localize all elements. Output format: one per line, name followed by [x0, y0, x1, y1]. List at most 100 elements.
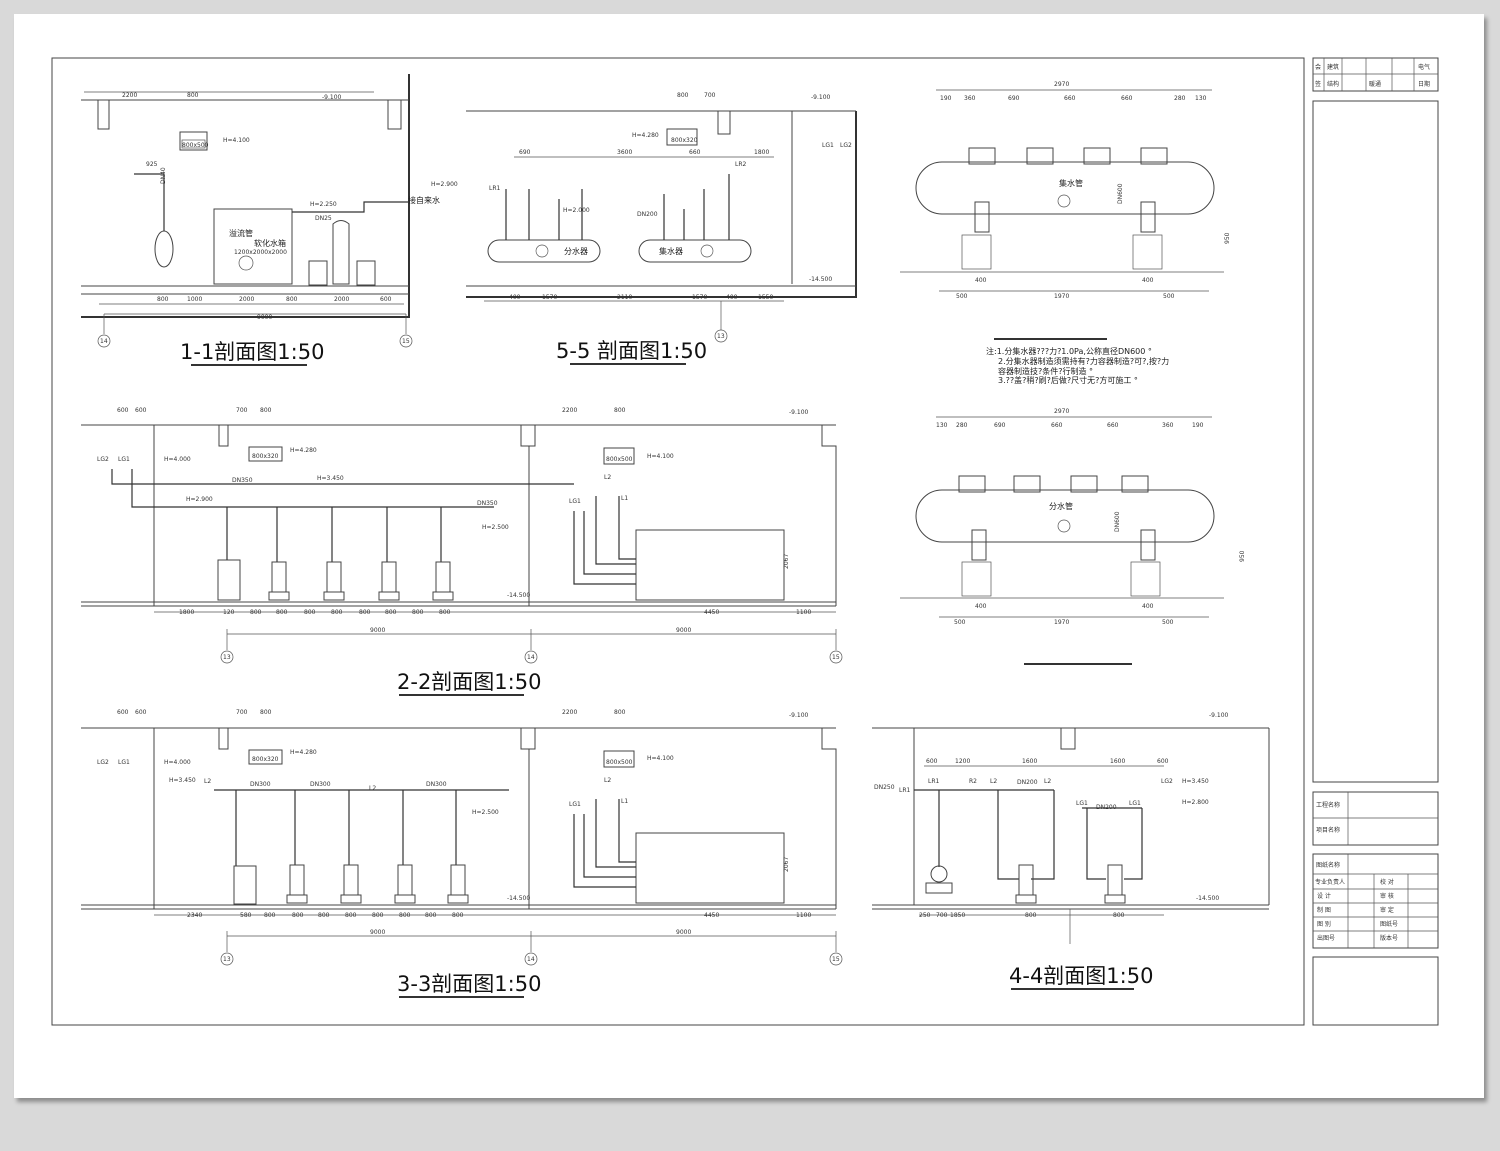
svg-text:280: 280	[1174, 95, 1186, 102]
svg-text:130: 130	[936, 422, 948, 429]
svg-text:容器制造技?条件?行制造 °: 容器制造技?条件?行制造 °	[998, 366, 1093, 376]
svg-text:800: 800	[187, 92, 199, 99]
svg-text:版本号: 版本号	[1380, 934, 1398, 942]
svg-text:L2: L2	[604, 777, 611, 784]
svg-text:制 图: 制 图	[1317, 906, 1331, 914]
svg-text:DN350: DN350	[477, 500, 498, 507]
svg-text:-14.500: -14.500	[809, 276, 832, 283]
svg-text:DN40: DN40	[160, 167, 167, 184]
svg-text:15: 15	[832, 654, 840, 661]
svg-text:15: 15	[832, 956, 840, 963]
svg-text:1570: 1570	[692, 294, 707, 301]
svg-text:H=2.900: H=2.900	[186, 496, 213, 503]
svg-text:600: 600	[117, 709, 129, 716]
svg-text:2067: 2067	[783, 554, 790, 569]
svg-text:设 计: 设 计	[1317, 892, 1331, 900]
svg-text:700: 700	[236, 709, 248, 716]
svg-text:500: 500	[954, 619, 966, 626]
svg-text:190: 190	[940, 95, 952, 102]
svg-text:800: 800	[286, 296, 298, 303]
svg-text:H=3.450: H=3.450	[1182, 778, 1209, 785]
water-tank-3-3	[635, 832, 785, 904]
svg-text:925: 925	[146, 161, 158, 168]
main-frame	[51, 57, 1305, 1026]
svg-text:2.分集水器制造须需持有?力容器制造?可?,按?力: 2.分集水器制造须需持有?力容器制造?可?,按?力	[998, 356, 1169, 366]
svg-text:DN200: DN200	[1096, 804, 1117, 811]
svg-text:13: 13	[223, 654, 231, 661]
svg-text:130: 130	[1195, 95, 1207, 102]
svg-text:-14.500: -14.500	[507, 895, 530, 902]
svg-text:600: 600	[117, 407, 129, 414]
svg-text:-9.100: -9.100	[811, 94, 831, 101]
svg-text:1200x2000x2000: 1200x2000x2000	[234, 249, 287, 256]
svg-text:H=4.100: H=4.100	[223, 137, 250, 144]
pump-group-3-3	[233, 790, 469, 905]
svg-text:800: 800	[318, 912, 330, 919]
svg-text:L2: L2	[990, 778, 997, 785]
svg-text:LG1: LG1	[569, 801, 581, 808]
svg-text:1800: 1800	[754, 149, 769, 156]
svg-text:DN25: DN25	[315, 215, 332, 222]
svg-text:9000: 9000	[370, 929, 385, 936]
svg-text:660: 660	[1121, 95, 1133, 102]
svg-text:4450: 4450	[704, 912, 719, 919]
svg-text:400: 400	[1142, 603, 1154, 610]
svg-text:2200: 2200	[562, 407, 577, 414]
svg-text:4-4剖面图1:50: 4-4剖面图1:50	[1009, 964, 1153, 988]
svg-text:2200: 2200	[122, 92, 137, 99]
collector-vessel	[638, 239, 752, 263]
svg-text:图 别: 图 别	[1317, 920, 1331, 928]
svg-text:H=4.100: H=4.100	[647, 453, 674, 460]
svg-text:LG1: LG1	[118, 759, 130, 766]
svg-text:1570: 1570	[542, 294, 557, 301]
svg-text:13: 13	[223, 956, 231, 963]
svg-text:H=2.000: H=2.000	[563, 207, 590, 214]
svg-text:图纸号: 图纸号	[1380, 920, 1398, 928]
svg-text:14: 14	[527, 654, 535, 661]
svg-text:DN200: DN200	[1017, 779, 1038, 786]
svg-text:LR1: LR1	[489, 185, 501, 192]
svg-text:400: 400	[509, 294, 521, 301]
svg-text:图纸名称: 图纸名称	[1316, 861, 1340, 869]
svg-text:14: 14	[527, 956, 535, 963]
svg-text:400: 400	[1142, 277, 1154, 284]
svg-text:接自来水: 接自来水	[408, 195, 440, 205]
svg-text:1970: 1970	[1054, 293, 1069, 300]
svg-text:LG1: LG1	[569, 498, 581, 505]
svg-text:-9.100: -9.100	[789, 712, 809, 719]
svg-text:13: 13	[717, 333, 725, 340]
svg-text:集水管: 集水管	[1059, 178, 1083, 188]
svg-text:120: 120	[223, 609, 235, 616]
svg-text:3-3剖面图1:50: 3-3剖面图1:50	[397, 972, 541, 996]
svg-text:3600: 3600	[617, 149, 632, 156]
svg-text:DN300: DN300	[426, 781, 447, 788]
svg-text:集水器: 集水器	[659, 246, 683, 256]
svg-text:800: 800	[385, 609, 397, 616]
svg-text:800: 800	[372, 912, 384, 919]
svg-text:结构: 结构	[1327, 80, 1339, 88]
svg-text:2067: 2067	[783, 857, 790, 872]
svg-text:800x500: 800x500	[606, 759, 633, 766]
water-tank-2-2	[635, 529, 785, 601]
svg-text:1850: 1850	[950, 912, 965, 919]
svg-text:1200: 1200	[955, 758, 970, 765]
svg-text:700: 700	[704, 92, 716, 99]
svg-text:建筑: 建筑	[1327, 63, 1339, 71]
svg-text:9000: 9000	[676, 627, 691, 634]
svg-text:1600: 1600	[1022, 758, 1037, 765]
svg-text:H=3.450: H=3.450	[317, 475, 344, 482]
svg-text:H=4.280: H=4.280	[290, 749, 317, 756]
svg-text:H=3.450: H=3.450	[169, 777, 196, 784]
svg-text:LG1: LG1	[1076, 800, 1088, 807]
svg-text:660: 660	[1107, 422, 1119, 429]
svg-text:项目名称: 项目名称	[1316, 826, 1340, 834]
svg-text:600: 600	[1157, 758, 1169, 765]
svg-text:800: 800	[250, 609, 262, 616]
svg-text:工程名称: 工程名称	[1316, 801, 1340, 809]
svg-text:4450: 4450	[704, 609, 719, 616]
svg-text:700: 700	[236, 407, 248, 414]
